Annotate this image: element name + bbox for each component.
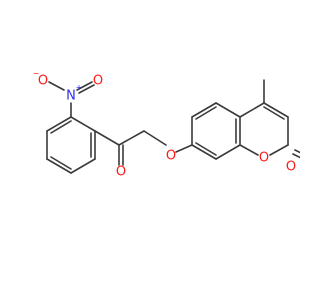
nitro-n-charge: + — [76, 83, 83, 92]
nitro-o-left-charge: − — [33, 69, 40, 78]
ring-o-label: O — [259, 151, 269, 166]
nitro-n-label: N — [66, 89, 76, 104]
keto-ether-linker — [94, 130, 193, 166]
lactone-o-label: O — [286, 160, 296, 175]
ether-o-label: O — [166, 149, 176, 164]
nitro-o-left-label: O — [38, 74, 48, 89]
atom-labels: N + O − O O O O O — [33, 69, 296, 180]
molecule-canvas: N + O − O O O O O — [32, 69, 300, 180]
nitro-group — [48, 81, 95, 118]
pyranone-ring — [239, 79, 300, 159]
coumarin-benzene-ring — [191, 102, 241, 160]
ketone-o-label: O — [116, 165, 126, 180]
nitro-o-right-label: O — [93, 74, 103, 89]
molecule-structure: N + O − O O O O O — [33, 69, 300, 180]
nitrophenyl-ring — [46, 116, 96, 174]
